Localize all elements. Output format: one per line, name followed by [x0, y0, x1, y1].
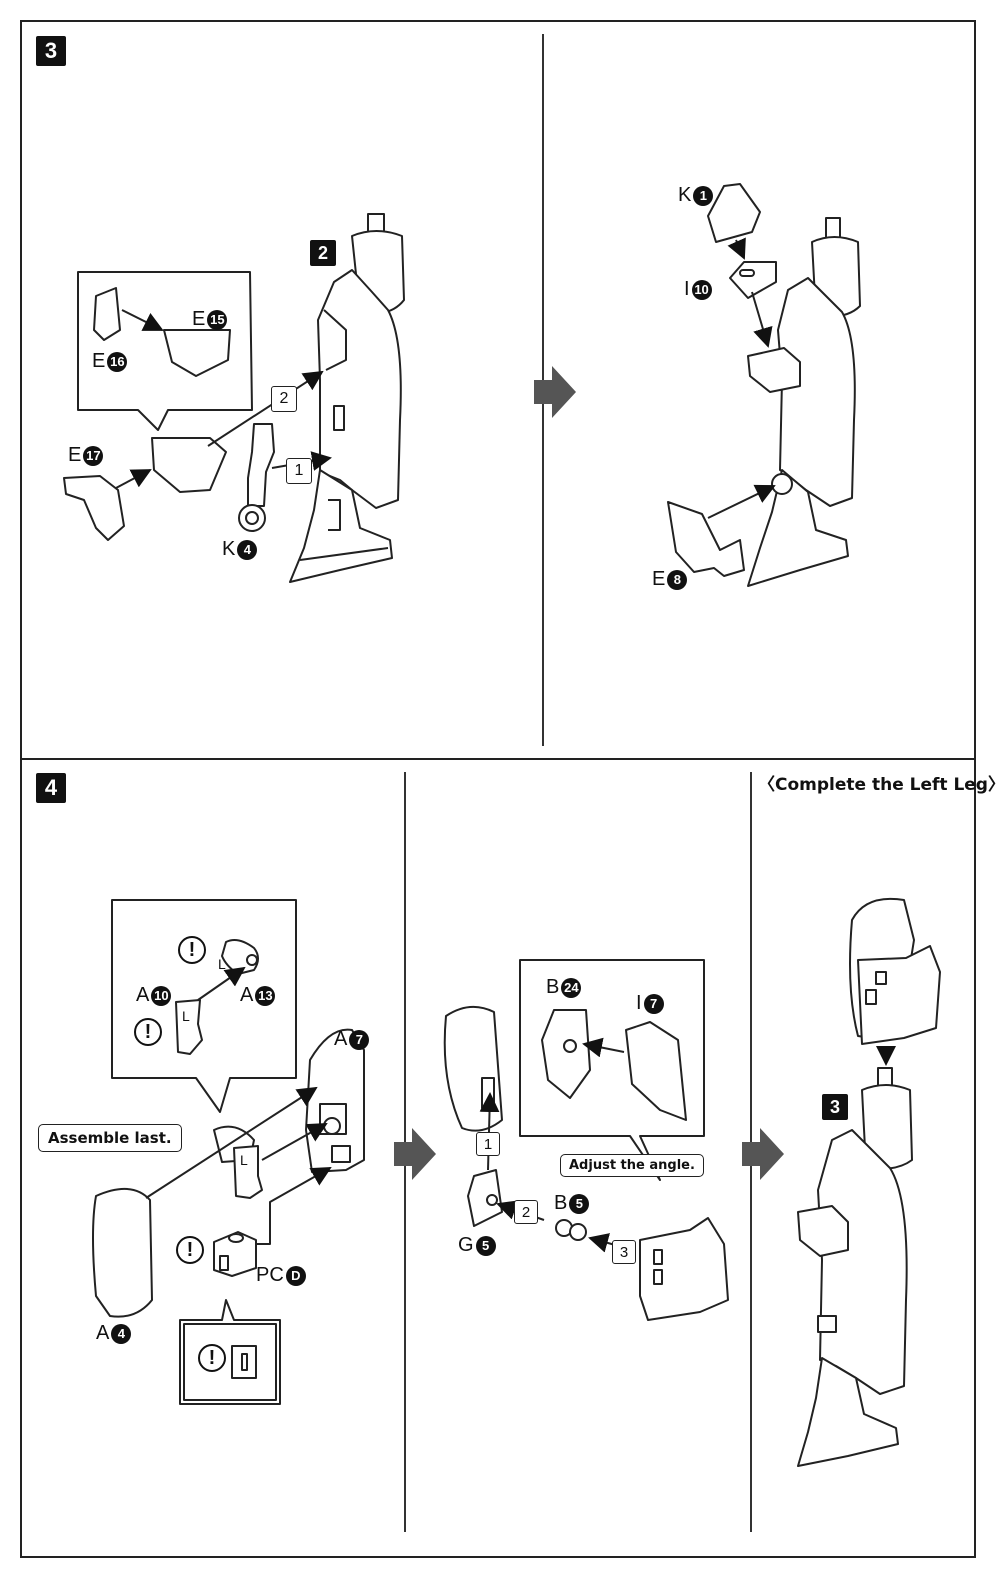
part-number: 4 — [111, 1323, 132, 1344]
order-marker-1: 1 — [476, 1132, 500, 1156]
part-letter: K — [222, 538, 236, 560]
part-letter: E — [92, 350, 106, 372]
part-e15-shape — [163, 329, 231, 377]
part-letter: G — [458, 1234, 474, 1256]
part-number: 8 — [667, 569, 688, 590]
order-marker-1: 1 — [286, 458, 312, 484]
order-marker-3: 3 — [612, 1240, 636, 1264]
part-letter: A — [96, 1322, 110, 1344]
order-marker-2: 2 — [271, 386, 297, 412]
caution-icon: ! — [134, 1018, 162, 1046]
adjust-angle-note: Adjust the angle. — [560, 1154, 704, 1177]
part-letter: E — [652, 568, 666, 590]
part-number: D — [285, 1265, 306, 1286]
step3-badge: 3 — [36, 36, 66, 66]
upper-leg-shape-4b — [443, 1005, 503, 1132]
part-letter: PC — [256, 1264, 284, 1286]
complete-left-leg-title: 〈Complete the Left Leg〉 — [758, 775, 1000, 795]
sub-step-3-badge: 3 — [822, 1094, 848, 1120]
part-k1-shape — [707, 183, 761, 243]
step4-badge: 4 — [36, 773, 66, 803]
part-number: 7 — [643, 993, 664, 1014]
part-number: 4 — [237, 539, 258, 560]
part-number: 1 — [693, 185, 714, 206]
part-letter: B — [554, 1192, 568, 1214]
part-letter: E — [68, 444, 82, 466]
part-e16-shape — [93, 287, 121, 341]
part-letter: I — [636, 992, 642, 1014]
part-e15-e16-assembled — [151, 437, 227, 493]
assemble-last-note: Assemble last. — [38, 1124, 182, 1152]
part-number: 5 — [569, 1193, 590, 1214]
leg-assembly-3a — [289, 213, 405, 583]
part-number: 7 — [349, 1029, 370, 1050]
part-letter: A — [334, 1028, 348, 1050]
part-g5-shape — [467, 1169, 503, 1227]
part-letter: E — [192, 308, 206, 330]
left-part-mark: L — [240, 1152, 248, 1168]
part-letter: K — [678, 184, 692, 206]
knee-armor-shape-4b — [639, 1217, 729, 1321]
left-part-mark: L — [182, 1008, 190, 1024]
part-b24-shape — [541, 1009, 591, 1099]
order-marker-2: 2 — [514, 1200, 538, 1224]
part-number: 16 — [107, 351, 128, 372]
part-letter: A — [240, 984, 254, 1006]
part-e8-shape — [667, 501, 745, 577]
part-letter: A — [136, 984, 150, 1006]
leg-assembly-3b — [747, 217, 861, 587]
part-number: 24 — [561, 977, 582, 998]
part-i7-shape — [625, 1021, 687, 1121]
caution-icon: ! — [176, 1236, 204, 1264]
caution-icon: ! — [178, 936, 206, 964]
part-number: 10 — [691, 279, 712, 300]
part-letter: I — [684, 278, 690, 300]
caution-icon: ! — [198, 1344, 226, 1372]
part-number: 13 — [255, 985, 276, 1006]
part-number: 5 — [475, 1235, 496, 1256]
part-number: 17 — [83, 445, 104, 466]
part-number: 15 — [207, 309, 228, 330]
part-a4-shape — [92, 1188, 153, 1318]
part-letter: B — [546, 976, 560, 998]
sub-step-2-badge: 2 — [310, 240, 336, 266]
part-e17-shape — [63, 475, 125, 541]
left-part-mark: L — [218, 956, 226, 972]
part-number: 10 — [151, 985, 172, 1006]
part-k4-shape — [247, 423, 275, 507]
part-a10-shape — [175, 999, 203, 1055]
